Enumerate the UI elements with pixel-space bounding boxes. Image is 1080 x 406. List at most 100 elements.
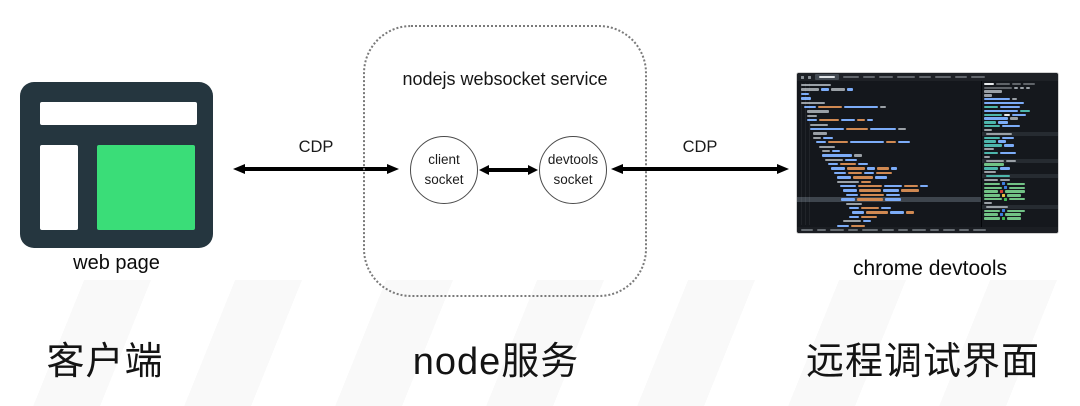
code-token xyxy=(984,190,998,193)
code-line xyxy=(984,105,1056,109)
code-token xyxy=(818,106,842,109)
code-line xyxy=(799,175,979,179)
devtools-socket-label-line1: devtools xyxy=(547,152,599,168)
code-line xyxy=(799,131,979,135)
code-token xyxy=(1009,186,1025,189)
color-swatch xyxy=(1002,209,1005,213)
code-token xyxy=(881,206,891,210)
code-token xyxy=(1002,125,1020,128)
chrome-devtools-label: chrome devtools xyxy=(852,257,1008,280)
code-token xyxy=(996,82,1010,86)
code-token xyxy=(821,88,829,91)
arrow-shaft xyxy=(245,167,387,171)
code-token xyxy=(1005,213,1021,216)
code-token xyxy=(1007,194,1021,197)
code-token xyxy=(828,163,838,166)
code-line xyxy=(799,215,979,219)
color-swatch xyxy=(1002,182,1005,186)
code-token xyxy=(864,171,874,175)
code-line xyxy=(984,155,1056,159)
code-token xyxy=(807,119,817,122)
code-token xyxy=(841,198,855,201)
code-token xyxy=(846,127,868,131)
client-socket-label-line1: client xyxy=(428,152,460,168)
code-token xyxy=(861,215,877,219)
code-token xyxy=(1012,82,1021,86)
code-token xyxy=(984,136,1000,139)
code-token xyxy=(807,110,829,113)
breadcrumb-segment xyxy=(848,228,858,232)
code-token xyxy=(885,198,901,201)
code-line xyxy=(799,83,979,87)
code-token xyxy=(810,123,828,126)
code-line xyxy=(799,188,979,192)
code-token xyxy=(866,211,888,214)
breadcrumb-segment xyxy=(830,228,844,232)
code-line xyxy=(799,136,979,140)
code-line xyxy=(984,197,1056,201)
arrow-shaft xyxy=(623,167,777,171)
tab-item xyxy=(897,75,915,79)
service-box-title: nodejs websocket service xyxy=(402,69,608,89)
code-token xyxy=(804,106,816,109)
code-token xyxy=(986,175,1010,178)
code-token xyxy=(1026,86,1030,89)
code-line xyxy=(799,219,979,223)
code-line xyxy=(799,184,979,188)
arrowhead-right-icon xyxy=(777,164,789,174)
devtools-socket-node: devtools socket xyxy=(539,136,607,204)
code-token xyxy=(853,176,873,179)
code-token xyxy=(1009,198,1025,201)
cdp-arrow-left xyxy=(233,162,399,176)
code-token xyxy=(920,185,928,188)
code-token xyxy=(858,163,868,166)
devtools-breadcrumb-bar xyxy=(797,227,1058,233)
code-line xyxy=(984,209,1056,213)
code-token xyxy=(844,106,878,109)
indent-guide xyxy=(805,83,806,225)
arrowhead-left-icon xyxy=(611,164,623,174)
arrow-shaft xyxy=(489,168,528,172)
code-token xyxy=(984,90,1002,93)
code-token xyxy=(852,211,864,214)
color-swatch xyxy=(1002,216,1005,220)
code-line xyxy=(799,127,979,131)
tab-item xyxy=(919,75,931,79)
code-line xyxy=(984,120,1056,124)
code-token xyxy=(986,159,1004,162)
code-token xyxy=(984,101,1024,105)
code-line xyxy=(799,171,979,175)
code-line xyxy=(799,202,979,206)
code-token xyxy=(841,119,855,122)
code-line xyxy=(799,101,979,105)
code-token xyxy=(823,136,833,140)
code-token xyxy=(848,171,862,175)
arrowhead-left-icon xyxy=(233,164,245,174)
code-token xyxy=(880,106,886,109)
code-line xyxy=(799,193,979,197)
code-line xyxy=(799,166,979,170)
code-token xyxy=(867,119,873,122)
code-token xyxy=(1000,178,1010,182)
code-token xyxy=(854,154,862,157)
code-token xyxy=(807,114,817,118)
code-token xyxy=(984,128,992,132)
code-line xyxy=(799,105,979,109)
code-token xyxy=(886,193,900,197)
color-swatch xyxy=(1000,213,1003,217)
code-line xyxy=(984,167,1056,171)
code-line xyxy=(984,216,1056,221)
code-token xyxy=(901,189,919,192)
code-token xyxy=(840,185,856,188)
code-token xyxy=(847,167,865,170)
code-token xyxy=(984,117,1008,120)
code-token xyxy=(828,141,848,144)
code-token xyxy=(834,171,846,175)
code-token xyxy=(984,144,1002,147)
tab-item xyxy=(935,75,951,79)
breadcrumb-segment xyxy=(943,228,955,232)
code-line xyxy=(799,162,979,166)
code-token xyxy=(1006,159,1016,162)
code-token xyxy=(801,84,831,87)
devtools-elements-panel xyxy=(797,81,981,227)
